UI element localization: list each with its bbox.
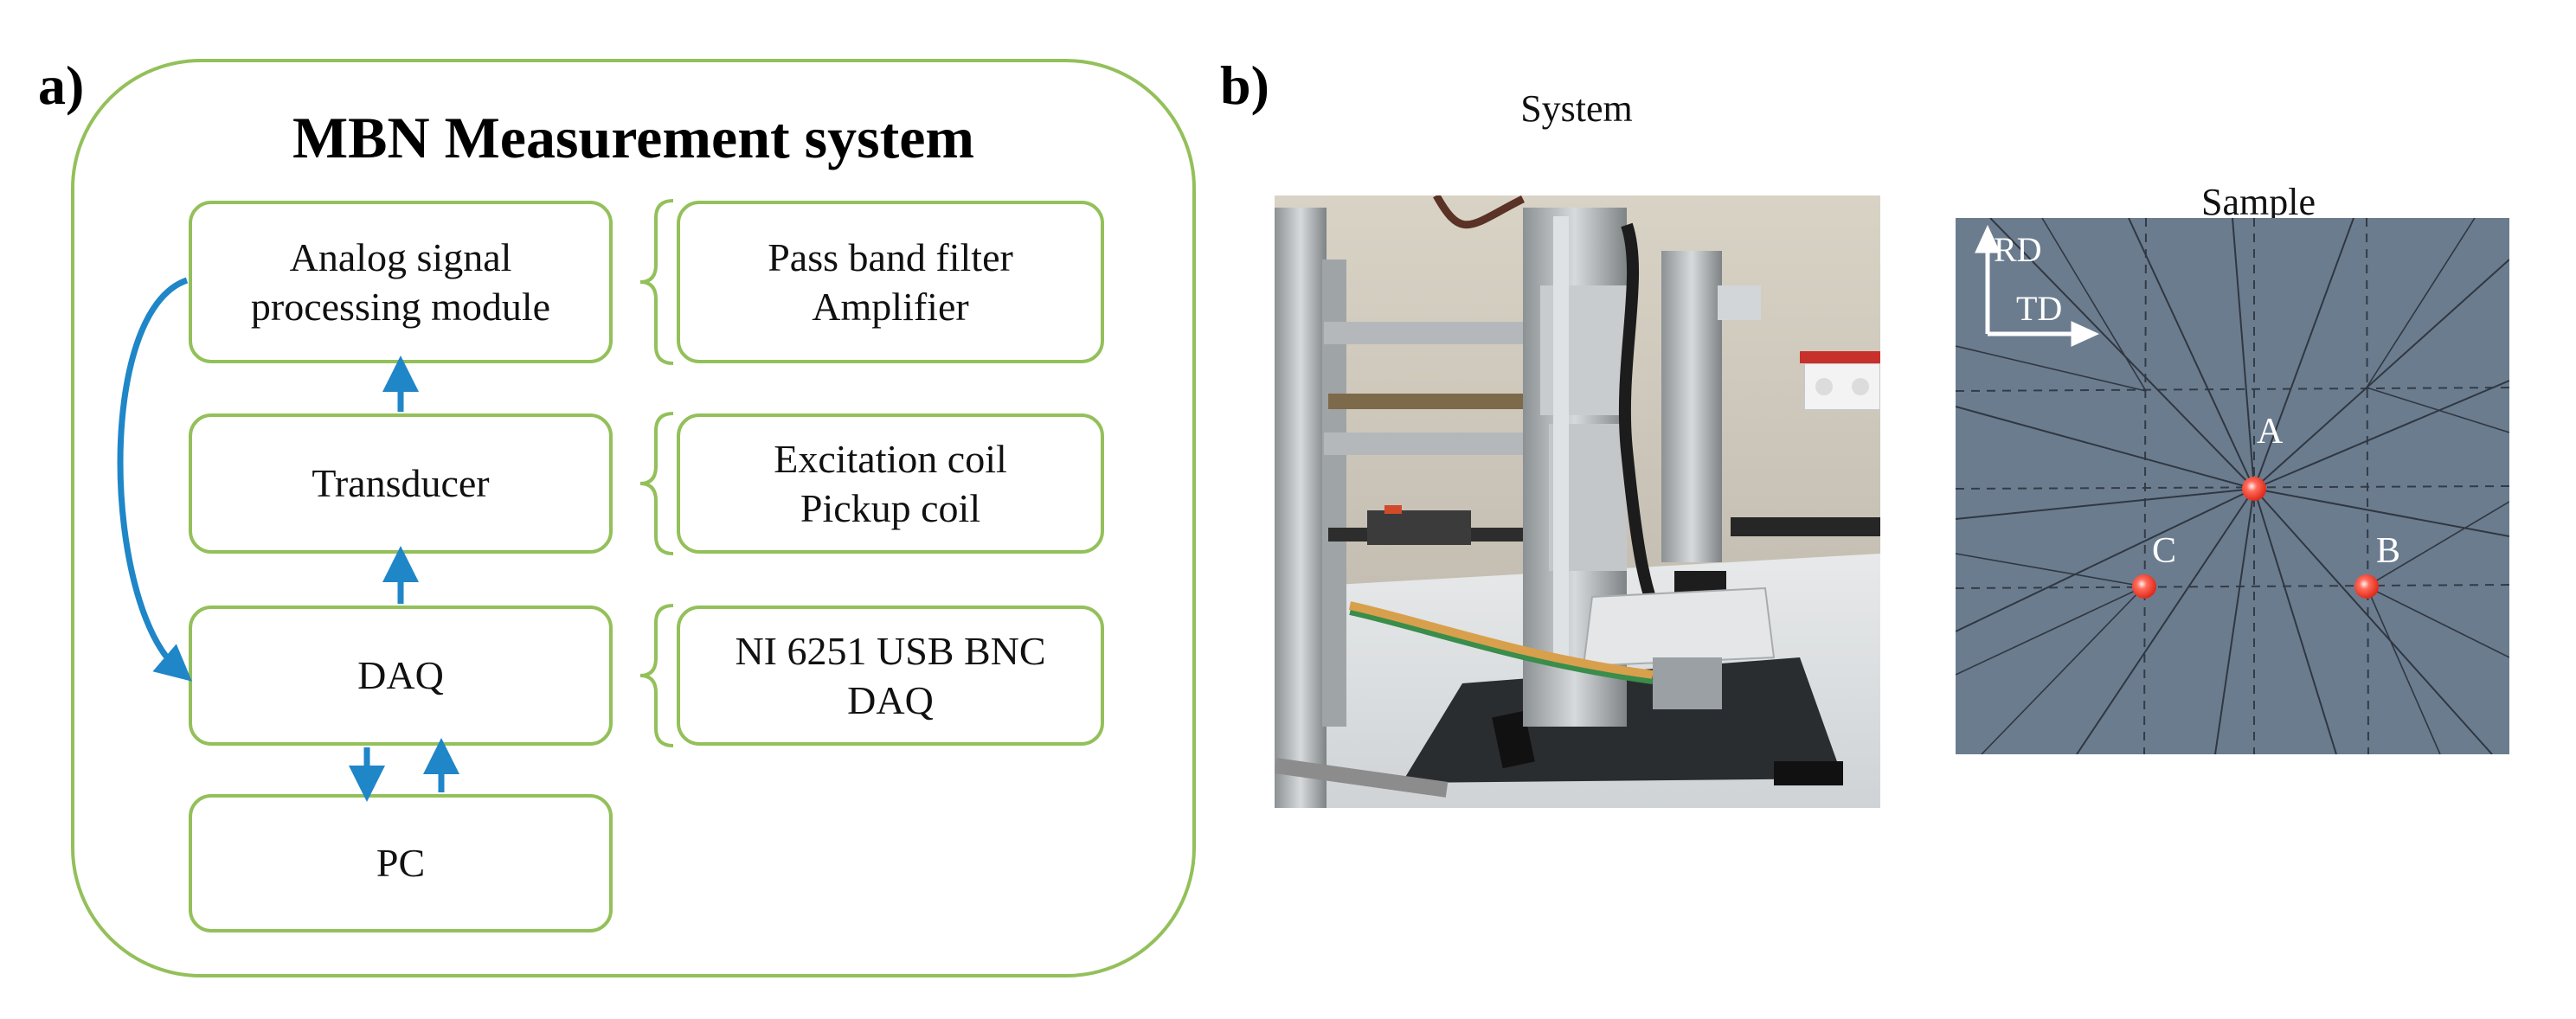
- point-b-marker: [2354, 574, 2379, 599]
- point-b-label: B: [2376, 531, 2400, 571]
- pc-box: PC: [189, 794, 613, 932]
- td-label: TD: [2016, 289, 2062, 328]
- daq-label: DAQ: [357, 653, 444, 698]
- bracket-coils: [639, 412, 674, 555]
- arrow-analog-to-daq-loop: [117, 277, 192, 682]
- point-c-label: C: [2152, 531, 2176, 571]
- transducer-label: Transducer: [312, 461, 490, 506]
- system-frame: [71, 59, 1196, 977]
- bracket-ni: [639, 604, 674, 747]
- point-c-marker: [2132, 574, 2156, 599]
- panel-a-label: a): [38, 54, 85, 116]
- coils-line-1: Excitation coil: [774, 436, 1007, 481]
- pc-label: PC: [376, 841, 426, 886]
- filter-line-2: Amplifier: [812, 285, 969, 329]
- sample-caption: Sample: [2201, 181, 2316, 223]
- ni-detail-box: NI 6251 USB BNC DAQ: [677, 606, 1104, 746]
- point-a-marker: [2242, 477, 2266, 501]
- system-caption: System: [1520, 87, 1633, 130]
- coils-line-2: Pickup coil: [800, 486, 981, 530]
- analog-line-2: processing module: [250, 285, 551, 329]
- bracket-filter: [639, 199, 674, 365]
- system-title: MBN Measurement system: [292, 105, 975, 170]
- bracket-group: [639, 199, 674, 747]
- analog-line-1: Analog signal: [289, 234, 512, 279]
- ni-line-2: DAQ: [847, 678, 934, 722]
- ni-line-1: NI 6251 USB BNC: [735, 628, 1046, 673]
- rd-arrow-head: [1975, 224, 2001, 253]
- filter-line-1: Pass band filter: [768, 234, 1013, 279]
- panel-b-label: b): [1220, 54, 1269, 116]
- daq-box: DAQ: [189, 606, 613, 746]
- td-arrow-head: [2071, 321, 2100, 347]
- rd-label: RD: [1994, 230, 2042, 269]
- point-a-label: A: [2257, 412, 2284, 452]
